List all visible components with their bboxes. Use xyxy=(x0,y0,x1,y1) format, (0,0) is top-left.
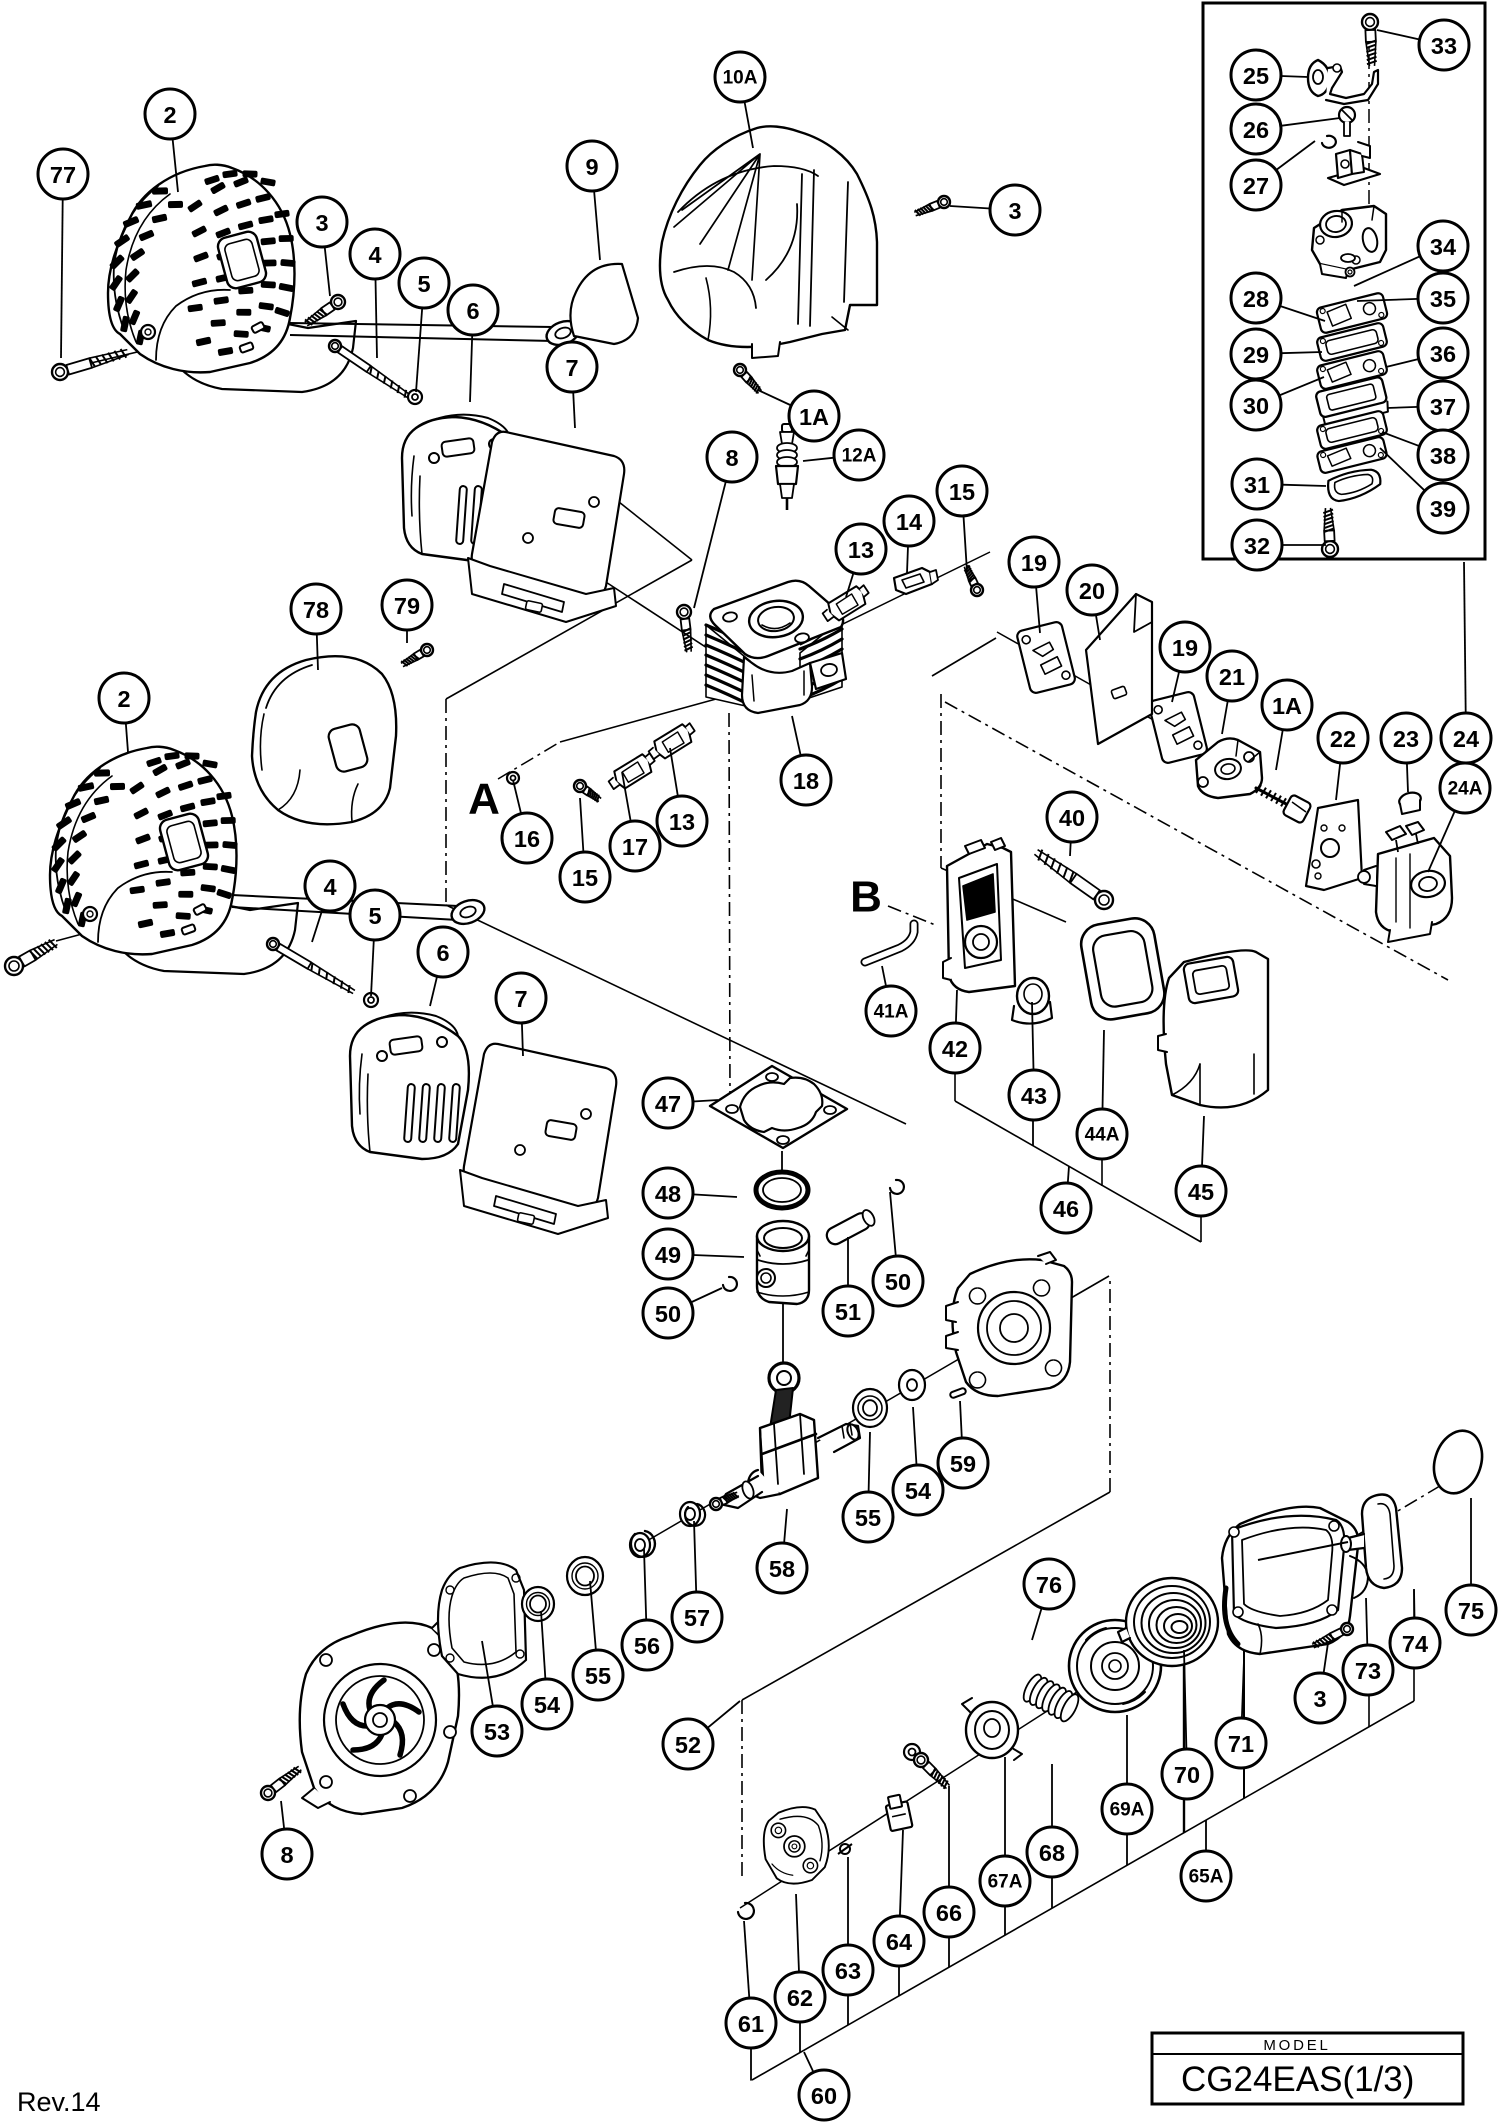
svg-text:26: 26 xyxy=(1243,117,1269,143)
svg-text:21: 21 xyxy=(1219,664,1245,690)
svg-text:50: 50 xyxy=(655,1301,681,1327)
svg-text:7: 7 xyxy=(565,355,578,381)
svg-text:1A: 1A xyxy=(799,404,829,430)
svg-text:52: 52 xyxy=(675,1732,701,1758)
svg-text:44A: 44A xyxy=(1085,1125,1120,1146)
svg-text:58: 58 xyxy=(769,1556,795,1582)
svg-text:17: 17 xyxy=(622,834,648,860)
svg-text:8: 8 xyxy=(280,1842,293,1868)
svg-text:3: 3 xyxy=(1008,198,1021,224)
svg-text:33: 33 xyxy=(1431,33,1457,59)
svg-text:15: 15 xyxy=(949,479,975,505)
svg-text:24: 24 xyxy=(1453,726,1479,752)
svg-text:4: 4 xyxy=(368,242,381,268)
svg-text:28: 28 xyxy=(1243,286,1269,312)
svg-text:18: 18 xyxy=(793,768,819,794)
svg-text:56: 56 xyxy=(634,1633,660,1659)
svg-text:57: 57 xyxy=(684,1605,710,1631)
svg-text:54: 54 xyxy=(534,1692,560,1718)
svg-text:79: 79 xyxy=(394,593,420,619)
svg-text:71: 71 xyxy=(1228,1731,1254,1757)
svg-text:31: 31 xyxy=(1244,472,1270,498)
svg-text:63: 63 xyxy=(835,1958,861,1984)
svg-text:39: 39 xyxy=(1430,496,1456,522)
svg-text:Rev.14: Rev.14 xyxy=(17,2087,101,2117)
svg-text:48: 48 xyxy=(655,1181,681,1207)
svg-text:66: 66 xyxy=(936,1900,962,1926)
svg-text:15: 15 xyxy=(572,865,598,891)
svg-text:CG24EAS(1/3): CG24EAS(1/3) xyxy=(1181,2060,1414,2099)
svg-text:13: 13 xyxy=(669,809,695,835)
svg-text:10A: 10A xyxy=(723,68,758,89)
svg-text:20: 20 xyxy=(1079,578,1105,604)
svg-text:12A: 12A xyxy=(842,446,877,467)
svg-text:5: 5 xyxy=(417,271,430,297)
svg-text:77: 77 xyxy=(50,162,76,188)
svg-text:54: 54 xyxy=(905,1478,931,1504)
svg-text:47: 47 xyxy=(655,1091,681,1117)
svg-text:32: 32 xyxy=(1244,533,1270,559)
svg-text:16: 16 xyxy=(514,826,540,852)
svg-text:5: 5 xyxy=(368,903,381,929)
svg-text:3: 3 xyxy=(315,210,328,236)
svg-text:73: 73 xyxy=(1355,1658,1381,1684)
svg-text:7: 7 xyxy=(514,986,527,1012)
svg-text:51: 51 xyxy=(835,1299,861,1325)
svg-text:43: 43 xyxy=(1021,1083,1047,1109)
svg-text:53: 53 xyxy=(484,1719,510,1745)
svg-text:14: 14 xyxy=(896,509,922,535)
svg-text:29: 29 xyxy=(1243,342,1269,368)
svg-text:1A: 1A xyxy=(1272,693,1302,719)
svg-text:MODEL: MODEL xyxy=(1263,2037,1330,2054)
svg-text:49: 49 xyxy=(655,1242,681,1268)
svg-text:50: 50 xyxy=(885,1269,911,1295)
svg-text:27: 27 xyxy=(1243,173,1269,199)
svg-text:19: 19 xyxy=(1021,550,1047,576)
svg-text:38: 38 xyxy=(1430,443,1456,469)
svg-text:6: 6 xyxy=(436,940,449,966)
svg-text:69A: 69A xyxy=(1110,1800,1145,1821)
svg-text:70: 70 xyxy=(1174,1762,1200,1788)
svg-text:62: 62 xyxy=(787,1985,813,2011)
svg-text:46: 46 xyxy=(1053,1196,1079,1222)
svg-text:19: 19 xyxy=(1172,635,1198,661)
svg-text:65A: 65A xyxy=(1189,1867,1224,1888)
svg-text:25: 25 xyxy=(1243,63,1269,89)
svg-text:B: B xyxy=(850,873,882,922)
svg-text:74: 74 xyxy=(1402,1631,1428,1657)
svg-text:22: 22 xyxy=(1330,726,1356,752)
svg-text:4: 4 xyxy=(323,874,336,900)
svg-text:36: 36 xyxy=(1430,341,1456,367)
svg-text:2: 2 xyxy=(117,686,130,712)
svg-text:9: 9 xyxy=(585,154,598,180)
svg-text:41A: 41A xyxy=(874,1002,909,1023)
svg-text:68: 68 xyxy=(1039,1840,1065,1866)
svg-text:59: 59 xyxy=(950,1451,976,1477)
svg-text:42: 42 xyxy=(942,1036,968,1062)
svg-text:60: 60 xyxy=(811,2083,837,2109)
svg-text:2: 2 xyxy=(163,102,176,128)
svg-text:78: 78 xyxy=(303,597,329,623)
svg-text:3: 3 xyxy=(1313,1686,1326,1712)
svg-text:34: 34 xyxy=(1430,234,1456,260)
svg-text:55: 55 xyxy=(585,1663,611,1689)
svg-text:8: 8 xyxy=(725,445,738,471)
svg-text:61: 61 xyxy=(738,2011,764,2037)
svg-text:40: 40 xyxy=(1059,805,1085,831)
svg-text:30: 30 xyxy=(1243,393,1269,419)
svg-text:64: 64 xyxy=(886,1929,912,1955)
svg-text:24A: 24A xyxy=(1448,779,1483,800)
svg-text:23: 23 xyxy=(1393,726,1419,752)
svg-text:6: 6 xyxy=(466,298,479,324)
svg-text:A: A xyxy=(468,775,500,824)
svg-text:75: 75 xyxy=(1458,1598,1484,1624)
svg-text:37: 37 xyxy=(1430,394,1456,420)
svg-text:13: 13 xyxy=(848,537,874,563)
svg-text:45: 45 xyxy=(1188,1179,1214,1205)
svg-text:55: 55 xyxy=(855,1505,881,1531)
svg-text:76: 76 xyxy=(1036,1572,1062,1598)
svg-text:67A: 67A xyxy=(988,1872,1023,1893)
svg-text:35: 35 xyxy=(1430,286,1456,312)
